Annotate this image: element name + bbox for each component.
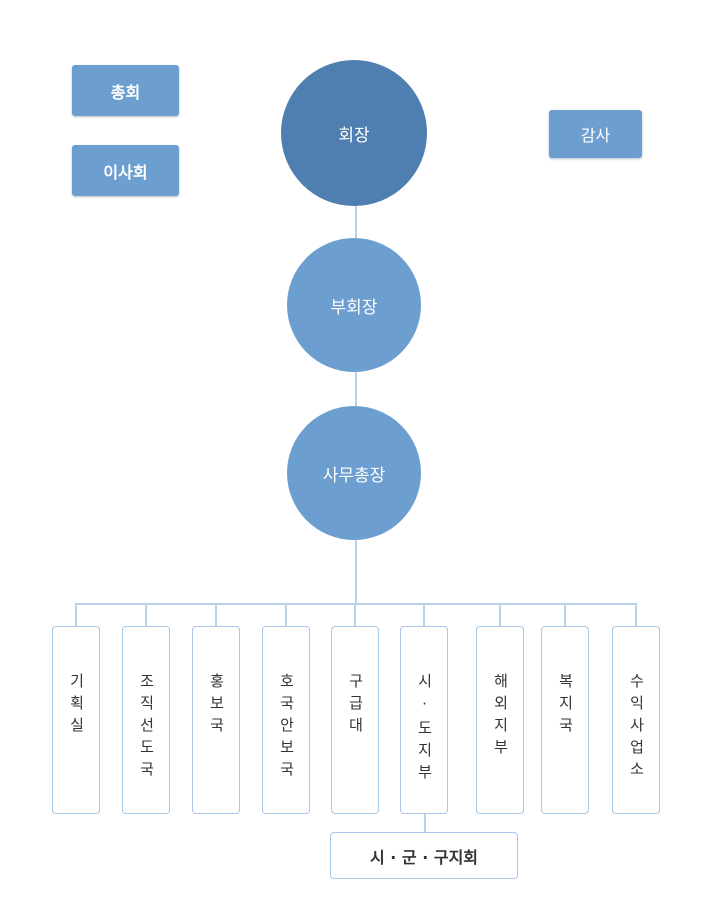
dept-planning: 기획실 xyxy=(52,626,100,814)
dept-rescue: 구급대 xyxy=(331,626,379,814)
vice-president-label: 부회장 xyxy=(330,297,378,318)
board-label: 이사회 xyxy=(103,162,148,182)
president-node: 회장 xyxy=(281,60,427,206)
general-assembly-box: 총회 xyxy=(72,65,179,116)
dept-label: 해외지부 xyxy=(491,673,510,761)
dept-overseas-branches: 해외지부 xyxy=(476,626,524,814)
connector-drop xyxy=(215,603,217,626)
local-branches-label: 시 · 군 · 구지회 xyxy=(369,847,479,867)
dept-publicity: 홍보국 xyxy=(192,626,240,814)
connector-drop xyxy=(354,603,356,626)
connector-drop xyxy=(635,603,637,626)
dept-label: 수익사업소 xyxy=(627,673,646,783)
dept-label: 조직선도국 xyxy=(137,673,156,783)
president-label: 회장 xyxy=(338,125,370,146)
connector-drop xyxy=(75,603,77,626)
dept-label: 호국안보국 xyxy=(277,673,296,783)
dept-label: 홍보국 xyxy=(207,673,226,739)
connector-province-branch xyxy=(424,813,426,832)
secretary-general-node: 사무총장 xyxy=(287,406,421,540)
connector-president-vice xyxy=(355,200,357,240)
dept-revenue-business: 수익사업소 xyxy=(612,626,660,814)
dept-label: 시·도지부 xyxy=(415,673,434,786)
connector-vice-secretary xyxy=(355,370,357,408)
dept-welfare: 복지국 xyxy=(541,626,589,814)
connector-drop xyxy=(499,603,501,626)
connector-secretary-bus xyxy=(355,538,357,604)
dept-label: 기획실 xyxy=(67,673,86,739)
audit-label: 감사 xyxy=(580,126,611,145)
dept-organization: 조직선도국 xyxy=(122,626,170,814)
dept-label: 복지국 xyxy=(556,673,575,739)
dept-province-branches: 시·도지부 xyxy=(400,626,448,814)
local-branches-box: 시 · 군 · 구지회 xyxy=(330,832,518,879)
connector-bus xyxy=(76,603,637,605)
connector-drop xyxy=(145,603,147,626)
connector-drop xyxy=(564,603,566,626)
general-assembly-label: 총회 xyxy=(110,82,141,102)
secretary-general-label: 사무총장 xyxy=(322,465,386,486)
board-box: 이사회 xyxy=(72,145,179,196)
audit-box: 감사 xyxy=(549,110,642,158)
connector-drop xyxy=(423,603,425,626)
dept-security: 호국안보국 xyxy=(262,626,310,814)
vice-president-node: 부회장 xyxy=(287,238,421,372)
connector-drop xyxy=(285,603,287,626)
dept-label: 구급대 xyxy=(346,673,365,739)
